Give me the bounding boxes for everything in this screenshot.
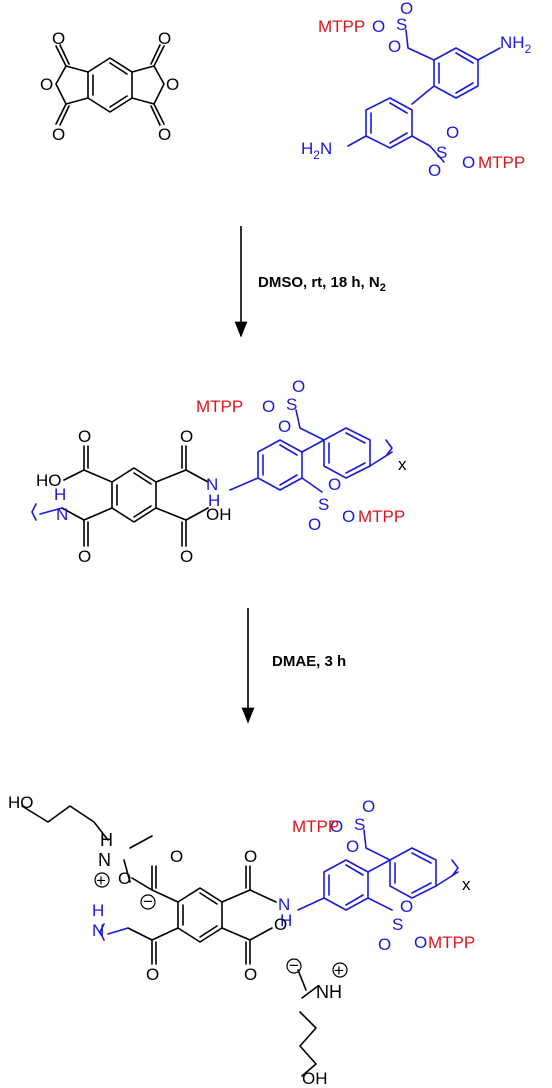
carbonyl-oxygen: O <box>170 847 183 866</box>
carbonyl-oxygen: O <box>244 965 257 984</box>
sulfonyl-oxygen: O <box>400 897 413 916</box>
ammonium-group: NH <box>316 982 342 1002</box>
amine-group: H2N <box>301 139 332 162</box>
anhydride-oxygen: O <box>158 29 171 48</box>
minus-sign: − <box>289 956 299 975</box>
reaction-conditions: DMSO, rt, 18 h, N2 <box>258 274 386 294</box>
plus-sign: + <box>334 961 344 980</box>
carboxylate-oxygen: O <box>274 915 287 934</box>
carboxylate-oxygen: O <box>118 869 131 888</box>
anhydride-oxygen: O <box>166 75 179 94</box>
ester-oxygen: O <box>342 507 355 526</box>
amide-nitrogen: N <box>278 895 290 914</box>
positive-charge <box>94 872 110 888</box>
sulfur-atom: S <box>318 495 329 514</box>
sulfonyl-oxygen: O <box>446 123 459 142</box>
polyamic-acid-ammonium-salt: HO N H + − O O O N H N H O O O − + NH OH… <box>8 793 475 1088</box>
amide-nitrogen: N <box>206 475 218 494</box>
carboxylic-acid-label: HO <box>36 471 62 490</box>
sulfonyl-oxygen: O <box>278 417 291 436</box>
sulfur-atom: S <box>354 815 365 834</box>
carbonyl-oxygen: O <box>146 965 159 984</box>
sulfonyl-oxygen: O <box>308 515 321 534</box>
mtpp-label: MTPP <box>358 507 405 526</box>
pyromellitic-dianhydride: O O O O O O <box>40 29 179 144</box>
sulfonyl-oxygen: O <box>292 377 305 396</box>
sulfur-atom: S <box>286 395 297 414</box>
amide-nitrogen: N <box>56 505 68 524</box>
sulfonyl-oxygen: O <box>346 837 359 856</box>
anhydride-oxygen: O <box>40 75 53 94</box>
carbonyl-oxygen: O <box>180 547 193 566</box>
ester-oxygen: O <box>414 933 427 952</box>
sulfur-atom: S <box>392 915 403 934</box>
repeat-subscript: x <box>398 455 407 474</box>
plus-sign: + <box>96 871 106 890</box>
carbonyl-oxygen: O <box>180 427 193 446</box>
poly-amic-acid: O O HO N H N H O O OH S O O O MTPP x S O… <box>31 377 407 566</box>
ester-oxygen: O <box>372 17 385 36</box>
ammonium-nitrogen: N <box>98 850 111 870</box>
anhydride-oxygen: O <box>52 125 65 144</box>
repeat-subscript: x <box>462 875 471 894</box>
mtpp-label: MTPP <box>428 933 475 952</box>
sulfonated-benzidine: S O O O MTPP NH2 H2N S O O O MTPP <box>301 0 532 180</box>
carboxylic-acid-label: OH <box>206 505 232 524</box>
ester-oxygen: O <box>462 153 475 172</box>
mtpp-label: MTPP <box>196 397 243 416</box>
anhydride-oxygen: O <box>52 29 65 48</box>
sulfur-atom: S <box>436 143 447 162</box>
ester-oxygen: O <box>330 817 343 836</box>
amide-nitrogen: N <box>92 921 104 940</box>
negative-charge <box>286 958 302 974</box>
ester-oxygen: O <box>262 397 275 416</box>
reaction-conditions: DMAE, 3 h <box>272 653 346 670</box>
amide-hydrogen: H <box>92 901 104 920</box>
negative-charge <box>140 894 156 910</box>
carbonyl-oxygen: O <box>78 427 91 446</box>
sulfonyl-oxygen: O <box>378 935 391 954</box>
mtpp-label: MTPP <box>478 153 525 172</box>
sulfur-atom: S <box>396 15 407 34</box>
mtpp-label: MTPP <box>292 817 339 836</box>
ammonium-hydrogen: H <box>100 830 113 850</box>
sulfonyl-oxygen: O <box>400 0 413 18</box>
carbonyl-oxygen: O <box>244 847 257 866</box>
amide-hydrogen: H <box>54 485 66 504</box>
hydroxyl-group: HO <box>8 793 34 812</box>
sulfonyl-oxygen: O <box>388 37 401 56</box>
hydroxyl-group: OH <box>302 1069 328 1088</box>
amide-hydrogen: H <box>208 491 220 510</box>
sulfonyl-oxygen: O <box>362 797 375 816</box>
amine-group: NH2 <box>500 33 532 56</box>
minus-sign: − <box>143 892 153 911</box>
sulfonyl-oxygen: O <box>428 161 441 180</box>
mtpp-label: MTPP <box>318 17 365 36</box>
positive-charge <box>332 962 348 978</box>
amide-hydrogen: H <box>280 911 292 930</box>
carbonyl-oxygen: O <box>78 547 91 566</box>
anhydride-oxygen: O <box>158 125 171 144</box>
sulfonyl-oxygen: O <box>328 475 341 494</box>
